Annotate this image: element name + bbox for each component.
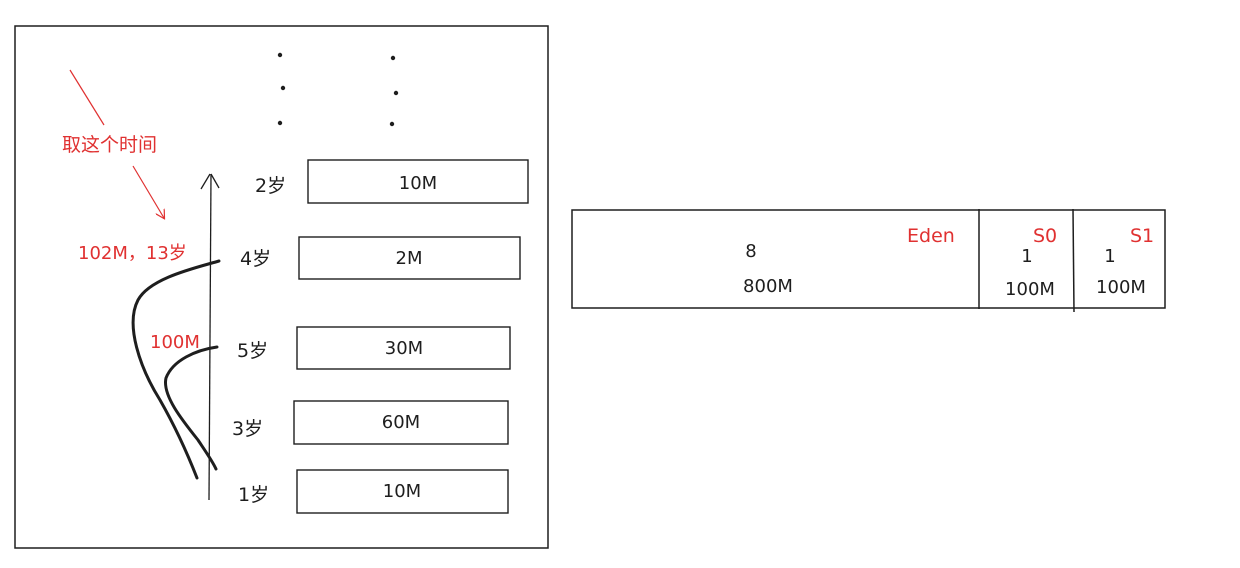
s0-size: 100M — [1005, 279, 1055, 300]
object-age: 1岁 — [238, 484, 269, 506]
object-size: 2M — [396, 248, 423, 269]
object-box — [298, 236, 521, 280]
ellipsis-dots — [277, 52, 399, 127]
eden-ratio: 8 — [745, 241, 756, 262]
left-panel-frame — [14, 25, 549, 549]
surviving-object-label: 100M — [150, 332, 200, 353]
s1-label: S1 — [1130, 225, 1154, 247]
object-box — [293, 400, 509, 445]
s0-label: S0 — [1033, 225, 1057, 247]
s0-s1-divider — [1072, 208, 1075, 313]
object-age: 5岁 — [237, 340, 268, 362]
annotation-arrow — [69, 69, 164, 218]
object-age: 2岁 — [255, 175, 286, 197]
object-size: 60M — [382, 412, 420, 433]
object-box — [296, 469, 509, 514]
object-box — [307, 159, 529, 204]
object-size: 30M — [385, 338, 423, 359]
s1-ratio: 1 — [1104, 246, 1115, 267]
eden-size: 800M — [743, 276, 793, 297]
s1-size: 100M — [1096, 277, 1146, 298]
eden-label: Eden — [907, 225, 955, 247]
young-gen-frame — [571, 209, 1166, 309]
promoted-object-label: 102M，13岁 — [78, 243, 187, 264]
object-age: 3岁 — [232, 418, 263, 440]
object-size: 10M — [383, 481, 421, 502]
promotion-curves — [131, 259, 221, 480]
s0-ratio: 1 — [1021, 246, 1032, 267]
object-size: 10M — [399, 173, 437, 194]
time-axis-arrow — [200, 173, 220, 501]
object-age: 4岁 — [240, 248, 271, 270]
object-box — [296, 326, 511, 370]
annotation-note: 取这个时间 — [62, 134, 157, 156]
